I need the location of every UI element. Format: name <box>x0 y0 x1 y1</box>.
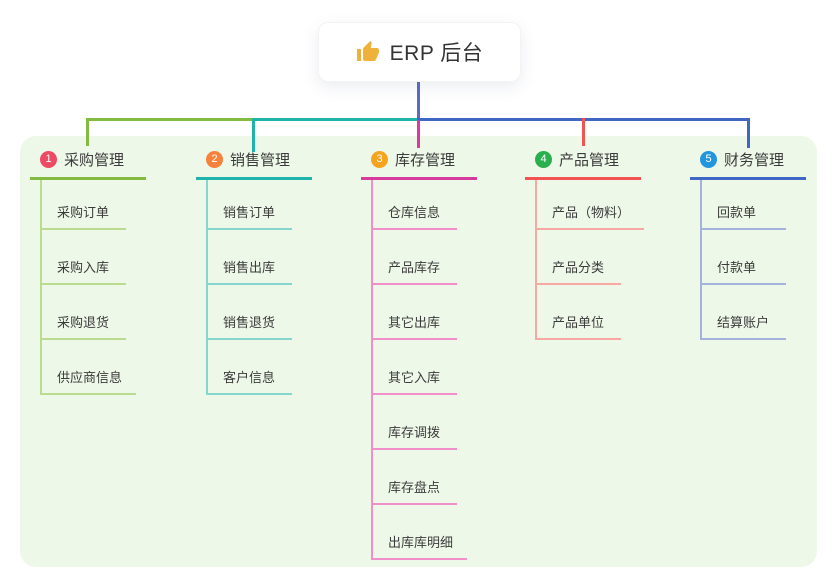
bus-line-purchase <box>86 118 254 121</box>
bus-line-sales <box>252 118 419 121</box>
child-item: 仓库信息 <box>373 180 457 230</box>
branch-label: 库存管理 <box>395 152 456 169</box>
child-item: 产品库存 <box>373 230 457 285</box>
branch-badge: 3 <box>371 151 388 168</box>
thumbs-up-icon <box>356 41 379 61</box>
child-item: 其它入库 <box>373 340 457 395</box>
branch-children: 仓库信息 产品库存 其它出库 其它入库 库存调拨 库存盘点 出库库明细 <box>371 180 477 560</box>
branch-badge: 5 <box>700 151 717 168</box>
drop-line-product <box>582 118 585 146</box>
branch-label: 财务管理 <box>724 152 785 169</box>
child-item: 销售订单 <box>208 180 292 230</box>
drop-line-finance <box>747 118 750 148</box>
child-item: 结算账户 <box>702 285 786 340</box>
child-item: 库存盘点 <box>373 450 457 505</box>
branch-children: 回款单 付款单 结算账户 <box>700 180 806 340</box>
child-item: 付款单 <box>702 230 786 285</box>
child-item: 产品单位 <box>537 285 621 340</box>
child-item: 客户信息 <box>208 340 292 395</box>
branch-header: 5 财务管理 <box>690 146 806 180</box>
branch-badge: 2 <box>206 151 223 168</box>
branches-panel <box>20 136 817 567</box>
branch-label: 采购管理 <box>64 152 125 169</box>
root-connector-line <box>417 82 420 119</box>
child-item: 销售退货 <box>208 285 292 340</box>
child-item: 销售出库 <box>208 230 292 285</box>
drop-line-sales <box>252 118 255 152</box>
child-item: 产品（物料） <box>537 180 645 230</box>
child-item: 出库库明细 <box>373 505 468 560</box>
branch-sales: 2 销售管理 销售订单 销售出库 销售退货 客户信息 <box>196 146 312 395</box>
branch-header: 1 采购管理 <box>30 146 146 180</box>
drop-line-purchase <box>86 118 89 146</box>
child-item: 回款单 <box>702 180 786 230</box>
branch-label: 产品管理 <box>559 152 620 169</box>
root-node: ERP 后台 <box>318 22 521 82</box>
branch-badge: 1 <box>40 151 57 168</box>
branch-label: 销售管理 <box>230 152 291 169</box>
child-item: 采购入库 <box>42 230 126 285</box>
branch-header: 2 销售管理 <box>196 146 312 180</box>
root-title: ERP 后台 <box>389 42 484 65</box>
child-item: 采购订单 <box>42 180 126 230</box>
child-item: 产品分类 <box>537 230 621 285</box>
branch-inventory: 3 库存管理 仓库信息 产品库存 其它出库 其它入库 库存调拨 库存盘点 出库库… <box>361 146 477 560</box>
branch-purchase: 1 采购管理 采购订单 采购入库 采购退货 供应商信息 <box>30 146 146 395</box>
child-item: 供应商信息 <box>42 340 137 395</box>
branch-children: 采购订单 采购入库 采购退货 供应商信息 <box>40 180 146 395</box>
child-item: 库存调拨 <box>373 395 457 450</box>
branch-children: 销售订单 销售出库 销售退货 客户信息 <box>206 180 312 395</box>
branch-finance: 5 财务管理 回款单 付款单 结算账户 <box>690 146 806 340</box>
child-item: 采购退货 <box>42 285 126 340</box>
drop-line-inventory <box>417 120 420 148</box>
branch-badge: 4 <box>535 151 552 168</box>
branch-header: 3 库存管理 <box>361 146 477 180</box>
branch-product: 4 产品管理 产品（物料） 产品分类 产品单位 <box>525 146 645 340</box>
branch-header: 4 产品管理 <box>525 146 641 180</box>
branch-children: 产品（物料） 产品分类 产品单位 <box>535 180 645 340</box>
child-item: 其它出库 <box>373 285 457 340</box>
